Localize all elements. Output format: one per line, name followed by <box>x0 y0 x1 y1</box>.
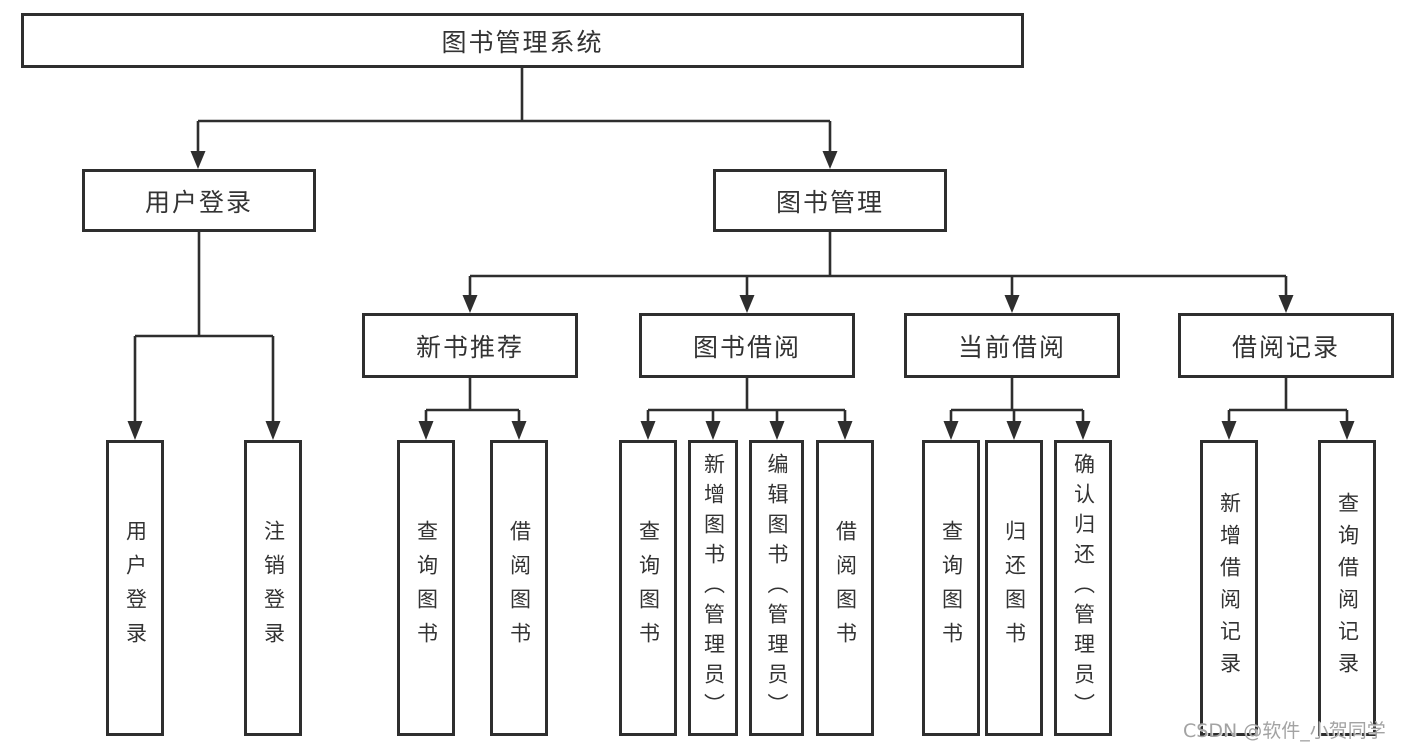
node-user-login: 用户登录 <box>82 169 316 232</box>
leaf-user-login: 用户登录 <box>106 440 164 736</box>
node-label: 查询图书 <box>939 520 964 656</box>
node-label: 图书借阅 <box>692 332 801 362</box>
node-label: 新增图书（管理员） <box>701 453 726 723</box>
node-label: 确认归还（管理员） <box>1071 453 1096 723</box>
node-label: 查询图书 <box>414 520 439 656</box>
leaf-add-borrow-record: 新增借阅记录 <box>1200 440 1258 736</box>
leaf-query-books-recommend: 查询图书 <box>397 440 455 736</box>
leaf-edit-book-admin: 编辑图书（管理员） <box>749 440 804 736</box>
node-book-management: 图书管理 <box>713 169 947 232</box>
node-label: 当前借阅 <box>957 332 1066 362</box>
node-new-book-recommendation: 新书推荐 <box>362 313 578 378</box>
node-book-borrowing: 图书借阅 <box>639 313 855 378</box>
leaf-confirm-return-admin: 确认归还（管理员） <box>1054 440 1112 736</box>
node-label: 借阅图书 <box>507 520 532 656</box>
node-label: 查询图书 <box>636 520 661 656</box>
node-label: 查询借阅记录 <box>1335 492 1360 684</box>
node-label: 用户登录 <box>144 187 253 217</box>
node-label: 新书推荐 <box>415 332 524 362</box>
leaf-query-books-current: 查询图书 <box>922 440 980 736</box>
leaf-borrow-books-recommend: 借阅图书 <box>490 440 548 736</box>
node-label: 图书管理系统 <box>441 27 604 57</box>
node-label: 编辑图书（管理员） <box>765 453 789 723</box>
node-label: 归还图书 <box>1002 520 1027 656</box>
node-label: 注销登录 <box>261 520 286 656</box>
leaf-query-borrow-record: 查询借阅记录 <box>1318 440 1376 736</box>
node-label: 图书管理 <box>775 187 884 217</box>
node-current-borrowing: 当前借阅 <box>904 313 1120 378</box>
leaf-return-books: 归还图书 <box>985 440 1043 736</box>
node-borrowing-records: 借阅记录 <box>1178 313 1394 378</box>
leaf-add-book-admin: 新增图书（管理员） <box>688 440 738 736</box>
csdn-watermark: CSDN @软件_小贺同学 <box>1183 720 1386 742</box>
node-label: 借阅记录 <box>1231 332 1340 362</box>
leaf-borrow-books-borrowing: 借阅图书 <box>816 440 874 736</box>
node-label: 用户登录 <box>123 520 148 656</box>
node-label: 新增借阅记录 <box>1217 492 1242 684</box>
node-library-management-system: 图书管理系统 <box>21 13 1024 68</box>
leaf-query-books-borrowing: 查询图书 <box>619 440 677 736</box>
node-label: 借阅图书 <box>833 520 858 656</box>
leaf-logout: 注销登录 <box>244 440 302 736</box>
